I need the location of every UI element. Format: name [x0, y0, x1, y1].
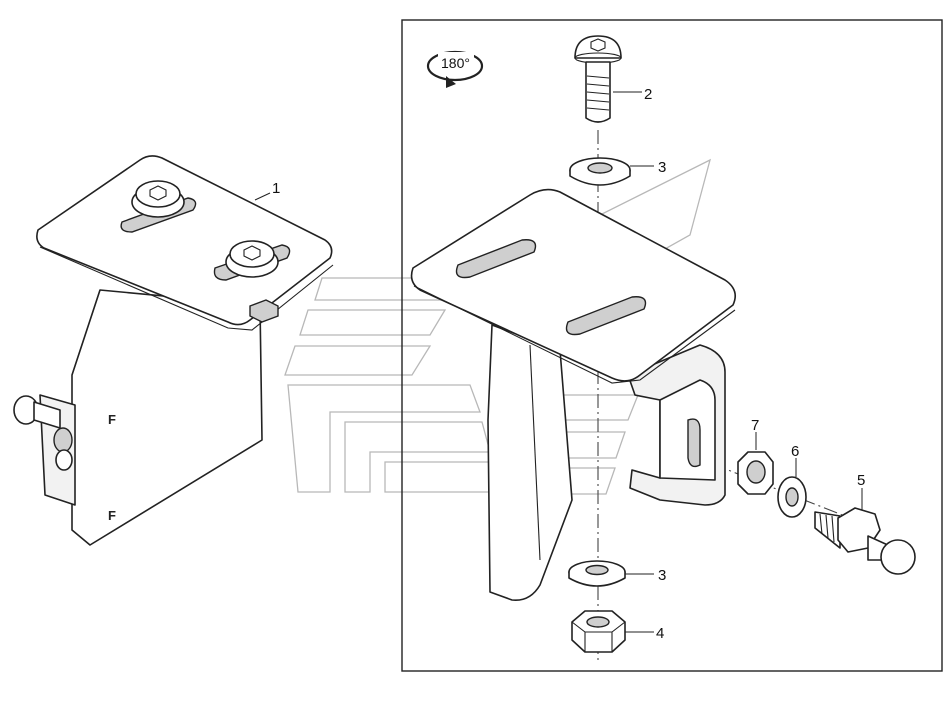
callout-5: 5: [857, 472, 865, 489]
part-stamp-lower: F: [108, 508, 116, 523]
washer-lower: [568, 560, 626, 587]
washer-side: [777, 476, 807, 518]
screw-part: [574, 35, 622, 123]
callout-7: 7: [751, 417, 759, 434]
callout-1: 1: [272, 180, 280, 197]
assembled-bracket: F F: [13, 155, 334, 546]
hex-nut-bottom: [571, 610, 626, 653]
callout-4: 4: [656, 625, 664, 642]
hex-nut-side: [737, 451, 774, 495]
detail-frame: [401, 19, 943, 672]
washer-upper: [569, 157, 631, 186]
callout-3-lower: 3: [658, 567, 666, 584]
callout-3-upper: 3: [658, 159, 666, 176]
part-stamp-upper: F: [108, 412, 116, 427]
exploded-bracket: ​: [410, 188, 736, 602]
ball-stud: [814, 507, 916, 575]
rotate-180-icon: 180°: [426, 50, 484, 88]
callout-2: 2: [644, 86, 652, 103]
leader-1: [254, 192, 271, 201]
rotation-label: 180°: [441, 55, 470, 71]
callout-6: 6: [791, 443, 799, 460]
